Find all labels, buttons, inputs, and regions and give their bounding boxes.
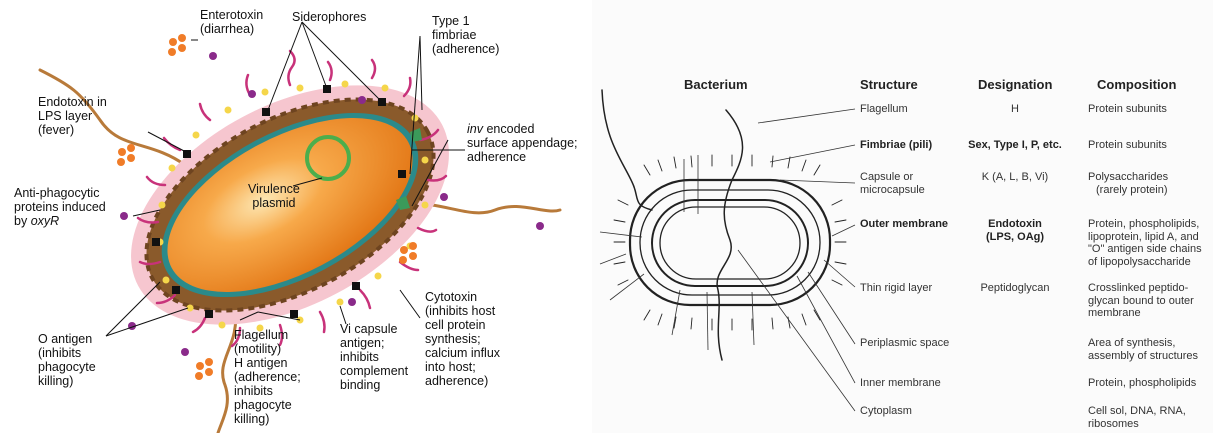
structure-cell: Capsule or microcapsule <box>860 171 925 196</box>
structure-cell: Cytoplasm <box>860 405 912 418</box>
composition-cell: Crosslinked peptido- glycan bound to out… <box>1088 282 1194 320</box>
structure-cell: Flagellum <box>860 103 908 116</box>
structure-cell: Fimbriae (pili) <box>860 139 932 152</box>
composition-cell: Area of synthesis, assembly of structure… <box>1088 337 1198 362</box>
composition-cell: Protein, phospholipids, lipoprotein, lip… <box>1088 218 1202 268</box>
label-cytotoxin: Cytotoxin (inhibits host cell protein sy… <box>425 290 500 388</box>
composition-cell: Cell sol, DNA, RNA, ribosomes <box>1088 405 1186 430</box>
composition-cell: Protein, phospholipids <box>1088 377 1196 390</box>
label-o-antigen: O antigen (inhibits phagocyte killing) <box>38 332 96 388</box>
schematic-cell <box>602 90 846 360</box>
composition-cell: Polysaccharides (rarely protein) <box>1088 171 1168 196</box>
label-enterotoxin: Enterotoxin (diarrhea) <box>200 8 263 36</box>
structure-cell: Periplasmic space <box>860 337 949 350</box>
structure-cell: Outer membrane <box>860 218 948 231</box>
designation-cell: H <box>962 103 1068 116</box>
header-designation: Designation <box>978 77 1052 92</box>
header-structure: Structure <box>860 77 918 92</box>
designation-cell: Sex, Type I, P, etc. <box>962 139 1068 152</box>
label-endotoxin: Endotoxin in LPS layer (fever) <box>38 95 107 137</box>
header-composition: Composition <box>1097 77 1176 92</box>
label-antiphagocytic: Anti-phagocytic proteins induced by oxyR <box>14 186 106 228</box>
label-siderophores: Siderophores <box>292 10 366 24</box>
designation-cell: Peptidoglycan <box>962 282 1068 295</box>
structure-cell: Thin rigid layer <box>860 282 932 295</box>
label-inv-appendage: inv encoded surface appendage; adherence <box>467 122 578 164</box>
bacterium-schematic <box>592 0 1213 433</box>
virulence-factors-illustration: Enterotoxin (diarrhea) Siderophores Type… <box>0 0 592 433</box>
designation-cell: Endotoxin (LPS, OAg) <box>962 218 1068 243</box>
structure-cell: Inner membrane <box>860 377 941 390</box>
designation-cell: K (A, L, B, Vi) <box>962 171 1068 184</box>
label-virulence-plasmid: Virulence plasmid <box>248 182 300 210</box>
cell-envelope-table: Bacterium Structure Designation Composit… <box>592 0 1213 433</box>
label-vi-capsule: Vi capsule antigen; inhibits complement … <box>340 322 408 392</box>
header-bacterium: Bacterium <box>684 77 748 92</box>
composition-cell: Protein subunits <box>1088 103 1167 116</box>
label-type1-fimbriae: Type 1 fimbriae (adherence) <box>432 14 499 56</box>
composition-cell: Protein subunits <box>1088 139 1167 152</box>
label-flagellum: Flagellum (motility) H antigen (adherenc… <box>234 328 301 426</box>
